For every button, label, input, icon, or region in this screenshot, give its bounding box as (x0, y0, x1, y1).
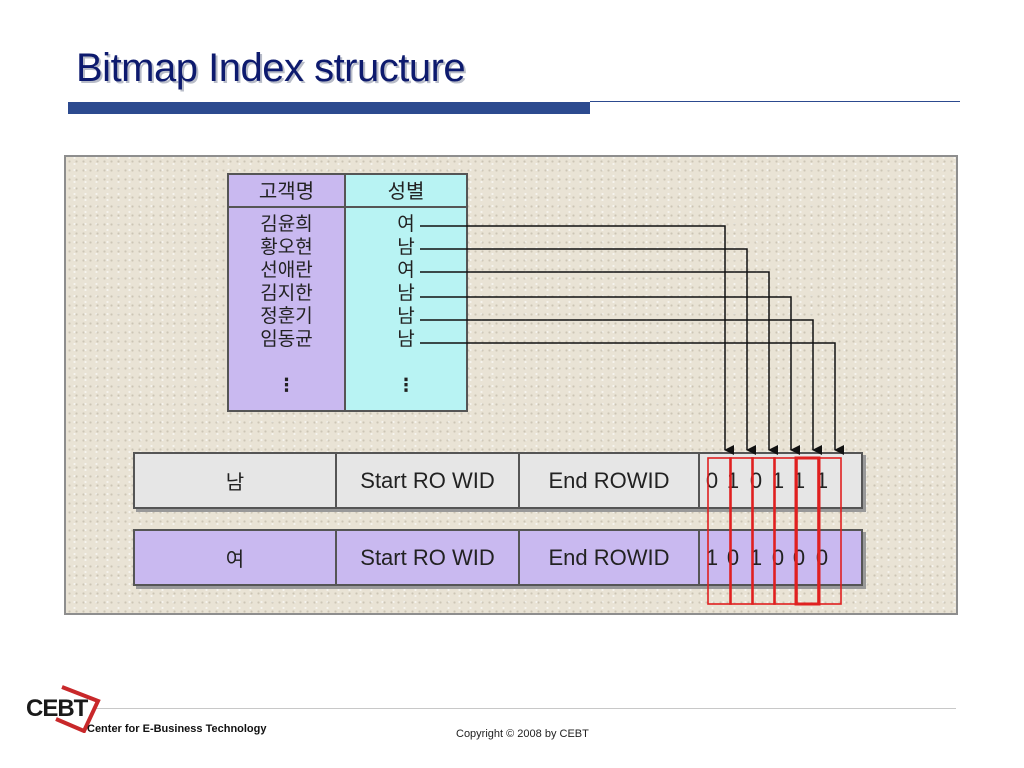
customer-name: 김윤희 (260, 213, 313, 235)
customer-table: 고객명 김윤희 황오현 선애란 김지한 정훈기 임동균 ⋮ 성별 여 남 여 남… (227, 173, 468, 412)
gender-ellipsis: ⋮ (397, 375, 415, 396)
connector-line (420, 225, 734, 455)
bit-column-highlight (817, 457, 842, 605)
gender-value: 남 (397, 328, 415, 350)
customer-name: 황오현 (260, 236, 313, 258)
bit-column-highlight (794, 456, 821, 606)
cebt-logo: CEBT (22, 683, 102, 733)
connector-line (420, 342, 844, 455)
bitmap-bit: 0 (705, 467, 719, 493)
gender-value: 남 (397, 236, 415, 258)
customer-name-column: 고객명 김윤희 황오현 선애란 김지한 정훈기 임동균 ⋮ (229, 175, 346, 410)
connector-line (420, 248, 756, 455)
bitmap-row-male: 남 Start RO WID End ROWID 0 1 0 1 1 1 (133, 452, 863, 509)
bit-column-highlights (707, 456, 842, 606)
end-rowid-cell: End ROWID (520, 531, 700, 584)
title-underline-thick (68, 102, 590, 114)
customer-name: 임동균 (260, 328, 313, 350)
bit-column-highlight (729, 457, 754, 605)
connector-line (420, 319, 822, 455)
connector-line (420, 296, 800, 455)
bit-column-highlight (773, 457, 798, 605)
gender-value: 여 (397, 259, 415, 281)
gender-value: 남 (397, 282, 415, 304)
bitmap-bit: 1 (705, 544, 719, 570)
customer-name: 김지한 (260, 282, 313, 304)
slide-title: Bitmap Index structure (76, 46, 466, 90)
footer-copyright: Copyright © 2008 by CEBT (456, 728, 589, 740)
bitmap-key: 남 (135, 454, 337, 507)
customer-name-header: 고객명 (229, 175, 344, 208)
start-rowid-cell: Start RO WID (337, 531, 520, 584)
bitmap-key: 여 (135, 531, 337, 584)
gender-column: 성별 여 남 여 남 남 남 ⋮ (346, 175, 466, 410)
logo-text: CEBT (26, 695, 88, 722)
gender-header: 성별 (346, 175, 466, 208)
customer-name-list: 김윤희 황오현 선애란 김지한 정훈기 임동균 (229, 213, 344, 351)
footer-divider (96, 708, 956, 709)
end-rowid-cell: End ROWID (520, 454, 700, 507)
gender-value: 남 (397, 305, 415, 327)
connector-line (420, 271, 778, 455)
bitmap-row-female: 여 Start RO WID End ROWID 1 0 1 0 0 0 (133, 529, 863, 586)
gender-value: 여 (397, 213, 415, 235)
title-underline-thin (590, 101, 960, 102)
gender-list: 여 남 여 남 남 남 (346, 213, 466, 351)
connector-lines (420, 225, 844, 455)
footer-organization: Center for E-Business Technology (87, 723, 267, 735)
customer-name: 선애란 (260, 259, 313, 281)
name-ellipsis: ⋮ (277, 375, 296, 396)
bit-column-highlight (707, 457, 732, 605)
customer-name: 정훈기 (260, 305, 313, 327)
start-rowid-cell: Start RO WID (337, 454, 520, 507)
bit-column-highlight (751, 457, 776, 605)
